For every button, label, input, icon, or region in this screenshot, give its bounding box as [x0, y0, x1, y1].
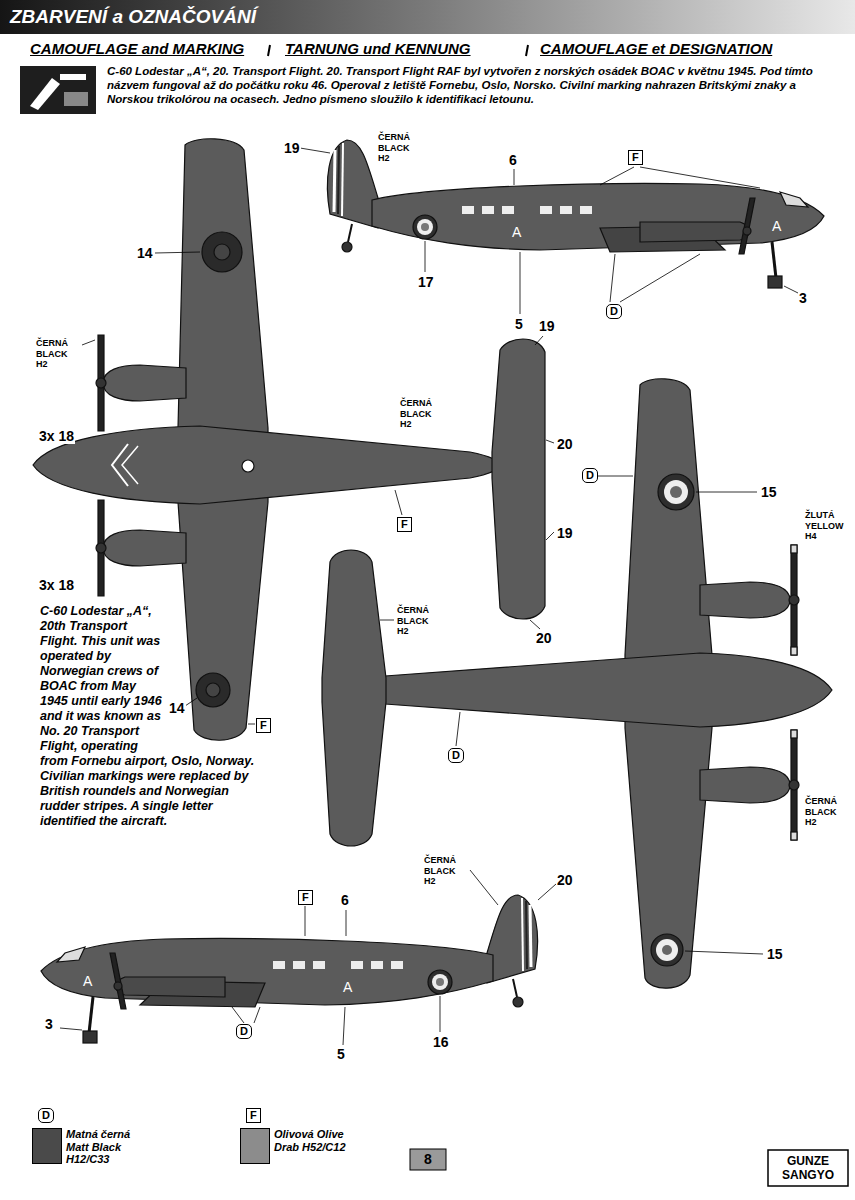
callout-number: 3x 18 [38, 428, 75, 444]
callout-number: 15 [766, 946, 784, 962]
legend-text: Matná černá Matt Black H12/C33 [66, 1128, 140, 1166]
paint-note: ČERNÁ BLACK H2 [805, 796, 849, 828]
note-text: C-60 Lodestar „A“, 20th Transport Flight… [40, 604, 255, 829]
title-bar [0, 0, 855, 34]
color-callout: F [628, 150, 643, 165]
header-text: CAMOUFLAGE and MARKING [30, 40, 244, 57]
title-text: ZBARVENÍ a OZNAČOVÁNÍ [10, 6, 256, 28]
callout-number: 19 [556, 525, 574, 541]
color-callout: D [448, 748, 464, 763]
callout-number: 17 [417, 274, 435, 290]
callout-number: 20 [556, 872, 574, 888]
callout-number: 6 [508, 152, 518, 168]
color-callout: F [298, 890, 313, 905]
legend-text: Olivová Olive Drab H52/C12 [274, 1128, 348, 1153]
leader-line [60, 148, 798, 1045]
callout-number: 14 [168, 700, 186, 716]
color-callout: D [606, 304, 622, 319]
side-view [41, 895, 538, 1043]
code-letter: A [83, 973, 92, 989]
color-callout: F [397, 517, 412, 532]
callout-number: 5 [514, 316, 524, 332]
paint-note: ČERNÁ BLACK H2 [378, 132, 422, 164]
callout-number: 20 [535, 630, 553, 646]
paint-note: ČERNÁ BLACK H2 [36, 338, 80, 370]
callout-number: 16 [432, 1034, 450, 1050]
bottom-view [322, 379, 832, 988]
header-text: CAMOUFLAGE et DESIGNATION [540, 40, 772, 57]
legend-swatch [32, 1128, 62, 1164]
callout-number: 6 [340, 892, 350, 908]
callout-number: 15 [760, 484, 778, 500]
brand-logo: GUNZE SANGYO [772, 1154, 844, 1182]
brand-icon [20, 66, 96, 114]
callout-number: 3 [44, 1016, 54, 1032]
callout-number: 20 [556, 436, 574, 452]
logo-box [768, 1150, 848, 1186]
code-letter: A [772, 218, 781, 234]
paint-note: ŽLUTÁ YELLOW H4 [805, 510, 849, 542]
callout-number: 19 [538, 318, 556, 334]
paint-note: ČERNÁ BLACK H2 [424, 855, 468, 887]
paint-note: ČERNÁ BLACK H2 [400, 398, 444, 430]
color-callout: F [256, 718, 271, 733]
paint-note: ČERNÁ BLACK H2 [397, 605, 441, 637]
color-callout: D [236, 1024, 252, 1039]
callout-number: 3x 18 [38, 577, 75, 593]
callout-number: 3 [798, 290, 808, 306]
code-letter: A [343, 979, 352, 995]
callout-number: 14 [136, 245, 154, 261]
code-letter: A [512, 224, 521, 240]
page-number: 8 [410, 1150, 446, 1168]
note-text: C-60 Lodestar „A“, 20. Transport Flight.… [107, 64, 842, 106]
color-callout: F [246, 1108, 261, 1123]
callout-number: 5 [336, 1046, 346, 1062]
legend-swatch [240, 1128, 270, 1164]
callout-number: 19 [283, 140, 301, 156]
header-text: TARNUNG und KENNUNG [285, 40, 471, 57]
color-callout: D [582, 468, 598, 483]
color-callout: D [38, 1108, 54, 1123]
page-box [410, 1149, 446, 1170]
